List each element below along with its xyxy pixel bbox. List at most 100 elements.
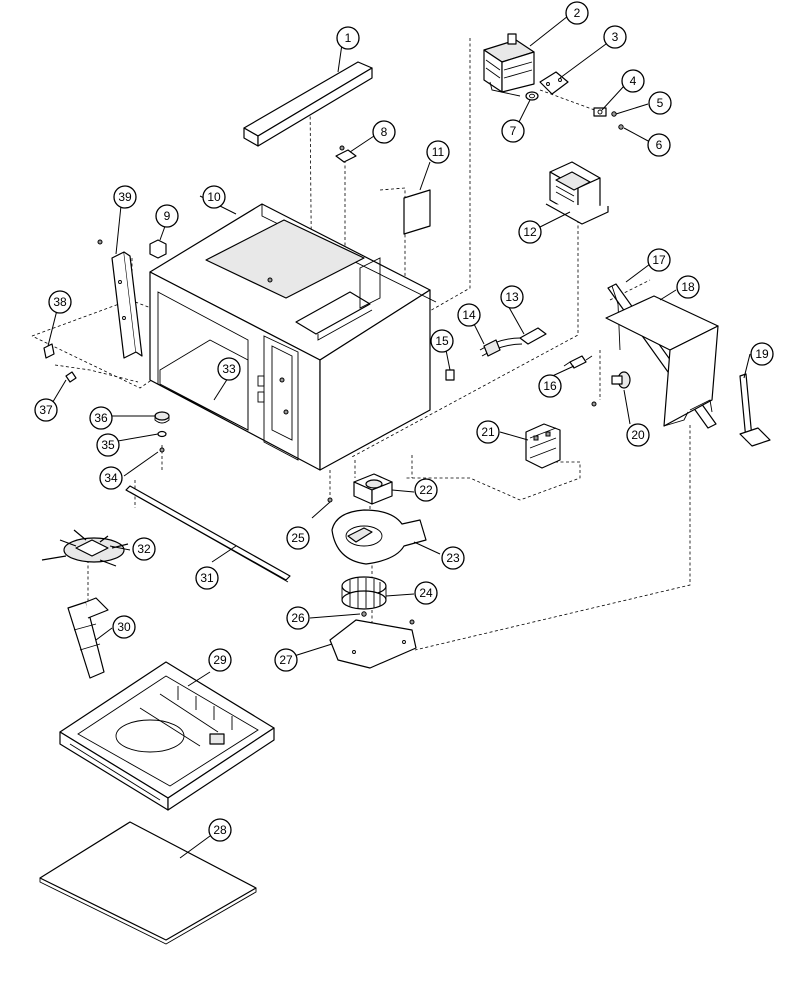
part-30-arm <box>67 597 109 679</box>
svg-text:39: 39 <box>118 190 132 204</box>
svg-text:4: 4 <box>630 74 637 88</box>
callout-1: 1 <box>336 26 360 50</box>
callout-13: 13 <box>500 285 524 309</box>
part-9-block <box>149 239 167 259</box>
part-12-transformer <box>545 161 609 225</box>
svg-text:8: 8 <box>381 125 388 139</box>
callout-31: 31 <box>195 566 219 590</box>
svg-text:33: 33 <box>222 362 236 376</box>
callout-4: 4 <box>621 69 645 93</box>
svg-text:18: 18 <box>681 280 695 294</box>
svg-text:10: 10 <box>207 190 221 204</box>
svg-text:34: 34 <box>104 471 118 485</box>
part-8-clip <box>335 145 357 163</box>
part-24-blower-wheel <box>341 576 387 610</box>
callout-19: 19 <box>750 342 774 366</box>
callout-7: 7 <box>501 119 525 143</box>
callout-3: 3 <box>603 25 627 49</box>
callout-8: 8 <box>372 120 396 144</box>
part-4-thermal-cutout <box>593 107 607 117</box>
svg-text:9: 9 <box>164 209 171 223</box>
svg-text:12: 12 <box>523 225 537 239</box>
part-25-screw <box>327 497 333 503</box>
callout-33: 33 <box>217 357 241 381</box>
callout-28: 28 <box>208 818 232 842</box>
part-7-washer <box>525 91 539 101</box>
part-14-harness <box>479 337 523 357</box>
svg-text:20: 20 <box>631 428 645 442</box>
svg-text:1: 1 <box>345 31 352 45</box>
part-20-knob <box>591 371 631 407</box>
svg-text:17: 17 <box>652 253 666 267</box>
callout-6: 6 <box>647 133 671 157</box>
part-5-screw <box>611 111 617 117</box>
callout-14: 14 <box>457 303 481 327</box>
callout-15: 15 <box>430 329 454 353</box>
svg-text:31: 31 <box>200 571 214 585</box>
svg-text:26: 26 <box>291 611 305 625</box>
svg-text:32: 32 <box>137 542 151 556</box>
svg-text:24: 24 <box>419 586 433 600</box>
callout-20: 20 <box>626 423 650 447</box>
callout-5: 5 <box>648 91 672 115</box>
svg-text:16: 16 <box>543 379 557 393</box>
callout-18: 18 <box>676 275 700 299</box>
part-22-fan-motor <box>353 473 393 505</box>
part-33-cavity-opening <box>159 339 249 431</box>
svg-text:36: 36 <box>94 411 108 425</box>
part-34-screw <box>159 447 165 453</box>
part-13-connector <box>519 327 547 345</box>
callout-32: 32 <box>132 537 156 561</box>
part-39-side-bracket <box>97 239 143 359</box>
svg-text:14: 14 <box>462 308 476 322</box>
callout-39: 39 <box>113 185 137 209</box>
callout-26: 26 <box>286 606 310 630</box>
svg-text:25: 25 <box>291 531 305 545</box>
svg-text:38: 38 <box>53 295 67 309</box>
svg-text:30: 30 <box>117 620 131 634</box>
callout-21: 21 <box>476 420 500 444</box>
part-19-handle <box>739 373 771 447</box>
callout-27: 27 <box>274 648 298 672</box>
svg-text:13: 13 <box>505 290 519 304</box>
part-32-stirrer <box>41 529 129 567</box>
part-2-magnetron <box>483 33 535 97</box>
callout-29: 29 <box>208 648 232 672</box>
part-36-roller <box>154 411 170 424</box>
svg-text:27: 27 <box>279 653 293 667</box>
part-28-sheet <box>39 821 257 945</box>
part-21-terminal-block <box>525 423 561 469</box>
callout-9: 9 <box>155 204 179 228</box>
svg-text:15: 15 <box>435 334 449 348</box>
part-18-panel-box <box>605 295 719 427</box>
svg-text:29: 29 <box>213 653 227 667</box>
svg-text:21: 21 <box>481 425 495 439</box>
callout-16: 16 <box>538 374 562 398</box>
part-15-switch <box>445 369 455 381</box>
part-27-base-plate <box>329 619 417 669</box>
svg-text:6: 6 <box>656 138 663 152</box>
part-38-latch <box>43 343 55 359</box>
svg-text:5: 5 <box>657 96 664 110</box>
part-16-fuse <box>563 355 593 369</box>
callout-12: 12 <box>518 220 542 244</box>
svg-text:19: 19 <box>755 347 769 361</box>
callout-36: 36 <box>89 406 113 430</box>
svg-text:22: 22 <box>419 483 433 497</box>
callout-30: 30 <box>112 615 136 639</box>
part-11-label <box>403 189 431 235</box>
callout-38: 38 <box>48 290 72 314</box>
svg-text:28: 28 <box>213 823 227 837</box>
svg-text:7: 7 <box>510 124 517 138</box>
part-37-clip <box>65 371 77 383</box>
callout-22: 22 <box>414 478 438 502</box>
callout-23: 23 <box>441 546 465 570</box>
part-26-nut <box>361 611 367 617</box>
callout-11: 11 <box>426 140 450 164</box>
callout-35: 35 <box>96 433 120 457</box>
callout-24: 24 <box>414 581 438 605</box>
svg-text:37: 37 <box>39 403 53 417</box>
svg-text:2: 2 <box>574 6 581 20</box>
svg-text:3: 3 <box>612 30 619 44</box>
